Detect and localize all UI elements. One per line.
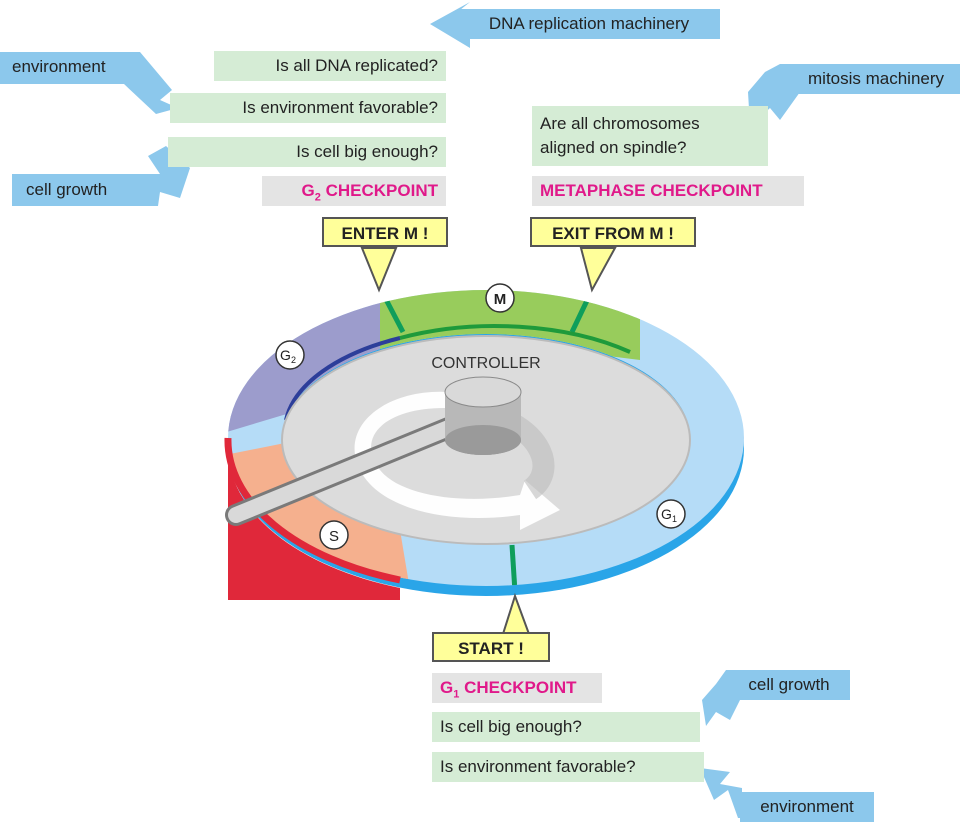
dna-machinery-input: DNA replication machinery — [458, 9, 720, 39]
g2-phase-marker — [275, 340, 305, 370]
m-phase-label: M — [494, 291, 507, 308]
question-line-2: aligned on spindle? — [540, 138, 687, 157]
start-trigger: START ! — [432, 632, 550, 662]
g2-checkpoint-label: G2 CHECKPOINT — [262, 176, 446, 206]
g1-phase-label: G1 — [661, 506, 677, 524]
g1-checkpoint-label: G1 CHECKPOINT — [432, 673, 602, 703]
start-pointer — [501, 592, 531, 635]
m-phase-marker — [485, 283, 515, 313]
dna-replicated-question: Is all DNA replicated? — [214, 51, 446, 81]
s-phase-label: S — [329, 528, 339, 545]
controller-label: CONTROLLER — [431, 355, 540, 372]
enter-m-pointer — [360, 247, 398, 293]
s-side-edge — [224, 437, 401, 584]
cell-growth-top-input: cell growth — [12, 175, 152, 205]
g2-inner-edge — [284, 336, 401, 421]
metaphase-checkpoint-label: METAPHASE CHECKPOINT — [532, 176, 804, 206]
rotation-arrow — [354, 391, 560, 530]
mitosis-machinery-input: mitosis machinery — [798, 64, 960, 94]
exit-m-trigger: EXIT FROM M ! — [530, 217, 696, 247]
m-inner-edge — [399, 324, 631, 354]
cell-growth-bottom-input: cell growth — [728, 670, 850, 700]
cell-size-g2-question: Is cell big enough? — [168, 137, 446, 167]
chromosomes-aligned-question: Are all chromosomes aligned on spindle? — [532, 106, 768, 166]
question-line-1: Are all chromosomes — [540, 114, 700, 133]
exit-m-pointer — [579, 247, 617, 293]
s-phase-marker — [319, 520, 349, 550]
environment-favorable-g1-question: Is environment favorable? — [432, 752, 704, 782]
g2-phase-label: G2 — [280, 347, 296, 365]
environment-top-input: environment — [6, 52, 136, 82]
environment-bottom-input: environment — [740, 792, 874, 822]
cell-size-g1-question: Is cell big enough? — [432, 712, 700, 742]
controller-hand — [225, 376, 522, 526]
enter-m-trigger: ENTER M ! — [322, 217, 448, 247]
environment-favorable-g2-question: Is environment favorable? — [170, 93, 446, 123]
g1-phase-marker — [656, 499, 686, 529]
start-checkpoint-line — [509, 544, 518, 586]
